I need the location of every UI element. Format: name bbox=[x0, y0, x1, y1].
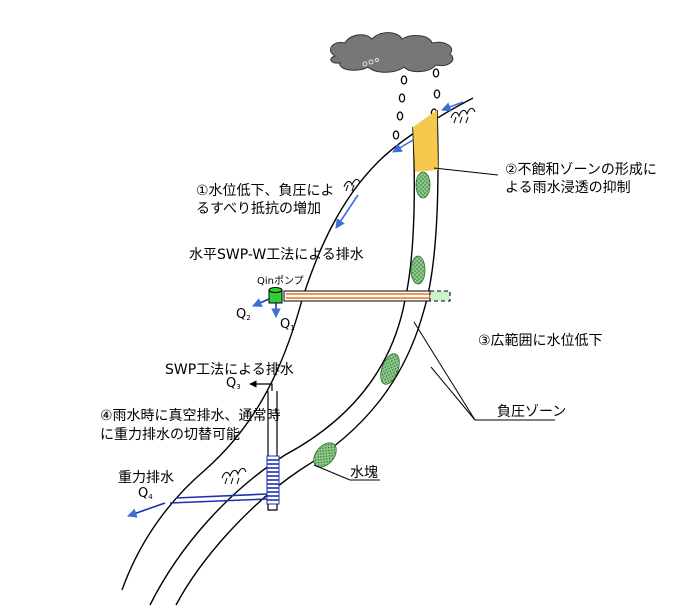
slope-flow-arrow bbox=[335, 194, 359, 229]
unsaturated-zone bbox=[413, 110, 438, 172]
horizontal-drain-pipe bbox=[283, 290, 451, 302]
grass-tuft-icon bbox=[221, 107, 476, 485]
q3-arrow bbox=[249, 380, 273, 391]
annotation-wide-drawdown: ③広範囲に水位低下 bbox=[478, 333, 603, 349]
annotation-water-mass: 水塊 bbox=[350, 465, 378, 481]
annotation-unsaturated-1: ②不飽和ゾーンの形成に bbox=[505, 162, 657, 178]
flow-q3-sub: 3 bbox=[236, 383, 241, 391]
q4-arrow bbox=[127, 502, 166, 518]
cloud-icon bbox=[330, 32, 454, 73]
flow-q1-letter: Q bbox=[280, 317, 291, 332]
flow-q2-letter: Q bbox=[236, 307, 247, 322]
water-mass bbox=[313, 171, 431, 468]
annotation-switching-1: ④雨水時に真空排水、通常時 bbox=[100, 408, 281, 424]
vertical-swp-well bbox=[266, 391, 280, 511]
slip-band-upper bbox=[149, 126, 416, 606]
annotation-negative-zone: 負圧ゾーン bbox=[497, 404, 567, 420]
gravity-drain-pipe bbox=[169, 493, 268, 504]
ground-surface bbox=[121, 97, 474, 591]
slip-band-lower bbox=[175, 109, 439, 606]
annotation-slip-resistance-1: ①水位低下、負圧によ bbox=[196, 183, 335, 199]
flow-q2-sub: 2 bbox=[246, 314, 251, 322]
flow-q1-sub: 1 bbox=[290, 324, 295, 332]
flow-q3-letter: Q bbox=[226, 376, 237, 391]
rain-arrow bbox=[392, 139, 414, 153]
annotation-swp-drain: SWP工法による排水 bbox=[165, 362, 294, 378]
flow-q4-letter: Q bbox=[138, 486, 149, 501]
annotation-unsaturated-2: よる雨水浸透の抑制 bbox=[505, 180, 631, 196]
flow-q2-label: Q2 bbox=[236, 307, 251, 323]
annotation-switching-2: に重力排水の切替可能 bbox=[100, 427, 240, 443]
rain-arrow bbox=[441, 101, 464, 112]
flow-q3-label: Q3 bbox=[226, 376, 241, 392]
flow-q4-sub: 4 bbox=[148, 493, 153, 501]
flow-q1-label: Q1 bbox=[280, 317, 295, 333]
pump-icon bbox=[268, 287, 283, 304]
pump-label: Qinポンプ bbox=[257, 276, 304, 287]
annotation-slip-resistance-2: るすべり抵抗の増加 bbox=[196, 201, 322, 217]
flow-q4-label: Q4 bbox=[138, 486, 153, 502]
leader-lines bbox=[313, 167, 555, 481]
annotation-gravity-drain: 重力排水 bbox=[118, 470, 174, 486]
annotation-horizontal-swp: 水平SWP-W工法による排水 bbox=[189, 247, 364, 263]
q2-arrow bbox=[252, 298, 270, 307]
